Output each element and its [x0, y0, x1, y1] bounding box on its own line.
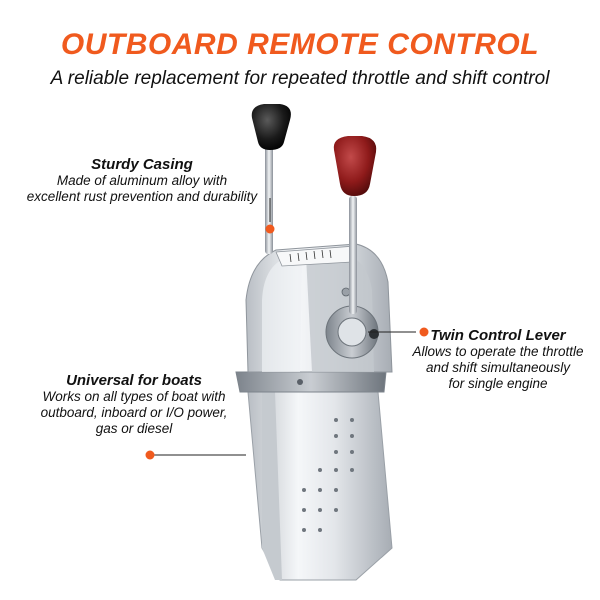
- control-housing: [245, 243, 393, 373]
- callout-boats-line2: outboard, inboard or I/O power,: [40, 405, 228, 420]
- lever-dot: [419, 327, 429, 337]
- callout-casing-line2: excellent rust prevention and durability: [26, 189, 258, 204]
- casing-dot: [265, 224, 275, 234]
- leader-lines: [145, 198, 429, 460]
- callout-boats-line3: gas or diesel: [95, 421, 173, 436]
- callout-lever-line3: for single engine: [448, 376, 548, 391]
- vent-holes: [302, 418, 354, 532]
- hub-bolt: [369, 329, 379, 339]
- callout-sturdy-casing: Sturdy Casing Made of aluminum alloy wit…: [0, 156, 284, 205]
- callout-universal-boats: Universal for boats Works on all types o…: [0, 372, 268, 437]
- callout-boats-line1: Works on all types of boat with: [42, 389, 226, 404]
- black-knob: [251, 104, 291, 150]
- control-base: [247, 391, 393, 581]
- flange-screw: [297, 379, 303, 385]
- page-subtitle: A reliable replacement for repeated thro…: [50, 68, 550, 89]
- callout-casing-title: Sturdy Casing: [91, 156, 193, 173]
- red-knob: [333, 136, 377, 196]
- red-lever: [333, 136, 377, 314]
- page-title: OUTBOARD REMOTE CONTROL: [60, 28, 540, 61]
- callout-twin-control-lever: Twin Control Lever Allows to operate the…: [398, 327, 598, 392]
- callout-lever-line1: Allows to operate the throttle: [412, 344, 584, 359]
- boats-dot: [145, 450, 155, 460]
- callout-casing-line1: Made of aluminum alloy with: [56, 173, 228, 188]
- callout-lever-title: Twin Control Lever: [430, 327, 566, 344]
- housing-screw: [341, 287, 351, 297]
- callout-lever-line2: and shift simultaneously: [425, 360, 571, 375]
- callout-boats-title: Universal for boats: [66, 372, 202, 389]
- scale-ticks: [289, 249, 332, 263]
